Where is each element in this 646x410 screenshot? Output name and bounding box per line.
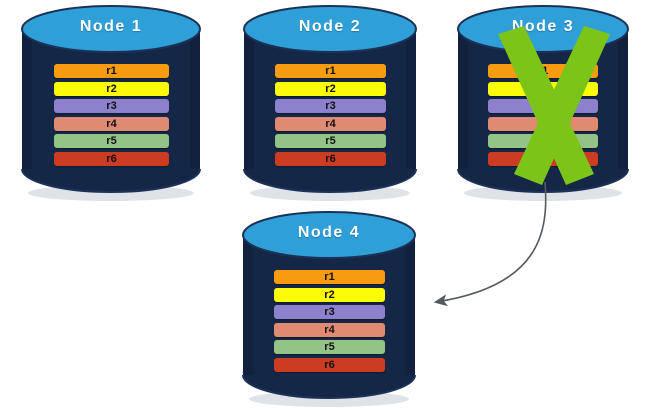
cylinder-top xyxy=(242,211,416,259)
node-2-row-r1[interactable]: r1 xyxy=(275,64,386,78)
cylinder-shade-left xyxy=(243,235,253,375)
node-2-row-r3[interactable]: r3 xyxy=(275,99,386,113)
cylinder-shade-right xyxy=(618,29,628,169)
node-4-row-r1[interactable]: r1 xyxy=(274,270,385,284)
cylinder-shade-right xyxy=(405,235,415,375)
node-1-row-r5[interactable]: r5 xyxy=(54,134,169,148)
node-1-row-r3[interactable]: r3 xyxy=(54,99,169,113)
cylinder-bottom-rim xyxy=(243,168,417,193)
node-1-row-r1[interactable]: r1 xyxy=(54,64,169,78)
cylinder-bottom-rim xyxy=(242,374,416,399)
node-3-row-r4[interactable]: r4 xyxy=(488,117,598,131)
node-3-row-r3[interactable]: r3 xyxy=(488,99,598,113)
node-4-row-r6[interactable]: r6 xyxy=(274,358,385,372)
node-2-row-r4[interactable]: r4 xyxy=(275,117,386,131)
cylinder-bottom-rim xyxy=(21,168,201,193)
node-4-row-r5[interactable]: r5 xyxy=(274,340,385,354)
node-2-row-r5[interactable]: r5 xyxy=(275,134,386,148)
node-3-row-r2[interactable]: r2 xyxy=(488,82,598,96)
node-3-row-r6[interactable]: r6 xyxy=(488,152,598,166)
cylinder-shade-right xyxy=(406,29,416,169)
node-4-row-r3[interactable]: r3 xyxy=(274,305,385,319)
node-1-row-r6[interactable]: r6 xyxy=(54,152,169,166)
node-3-row-r5[interactable]: r5 xyxy=(488,134,598,148)
cylinder-shade-left xyxy=(458,29,468,169)
node-4-row-r4[interactable]: r4 xyxy=(274,323,385,337)
cylinder-top xyxy=(457,5,629,53)
node-2-row-r2[interactable]: r2 xyxy=(275,82,386,96)
cylinder-top xyxy=(21,5,201,53)
node-1-row-r4[interactable]: r4 xyxy=(54,117,169,131)
cylinder-shade-right xyxy=(190,29,200,169)
node-3-row-r1[interactable]: r1 xyxy=(488,64,598,78)
cylinder-shade-left xyxy=(244,29,254,169)
node-1-row-r2[interactable]: r2 xyxy=(54,82,169,96)
cylinder-shade-left xyxy=(22,29,32,169)
node-2-row-r6[interactable]: r6 xyxy=(275,152,386,166)
cylinder-top xyxy=(243,5,417,53)
node-4-row-r2[interactable]: r2 xyxy=(274,288,385,302)
